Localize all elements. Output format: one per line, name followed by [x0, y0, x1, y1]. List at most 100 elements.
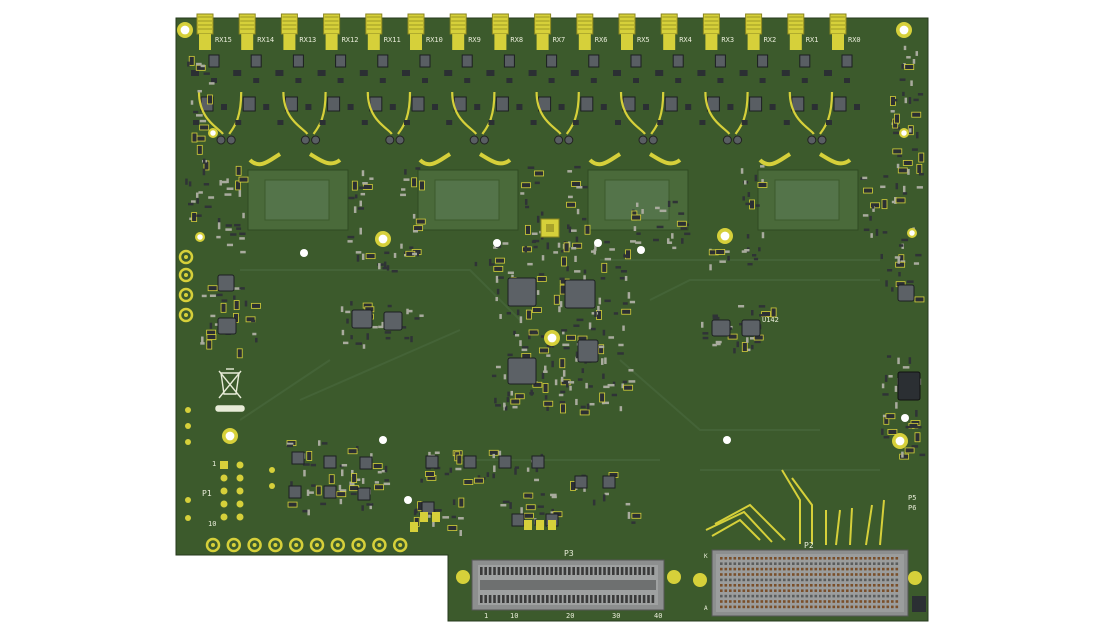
smd-part — [321, 442, 328, 445]
bga-pin — [756, 557, 759, 560]
smd-part — [667, 241, 673, 244]
rx-chain-column — [528, 54, 565, 145]
smd-part — [530, 389, 533, 396]
connector-pin — [515, 567, 518, 575]
smd-part — [187, 61, 190, 67]
bga-pin — [828, 605, 831, 609]
u142-label: U142 — [762, 316, 779, 324]
connector-pin — [625, 567, 628, 575]
bga-pin — [891, 578, 894, 582]
smd-part — [880, 185, 886, 189]
bga-pin — [729, 594, 732, 598]
smd-part — [307, 491, 314, 494]
bga-pin — [828, 584, 831, 587]
smd-part — [355, 251, 362, 254]
connector-pin — [634, 595, 637, 603]
connector-pin — [559, 567, 562, 575]
smd-part — [315, 485, 322, 496]
rx-label: RX10 — [426, 36, 443, 44]
smd-part — [914, 432, 921, 443]
bga-pin — [841, 605, 845, 609]
bga-pin — [868, 578, 872, 582]
header-pin — [220, 513, 228, 521]
via-hole — [637, 246, 645, 254]
bga-pin — [720, 589, 723, 592]
connector-pin — [620, 595, 624, 603]
sma-connector-icon — [372, 537, 387, 553]
left-edge-connectors — [178, 249, 194, 445]
smd-part — [618, 343, 624, 347]
passive — [305, 104, 312, 110]
sma-body — [789, 34, 802, 50]
smd-part — [914, 296, 925, 303]
smd-part — [347, 235, 355, 239]
smd-part — [196, 214, 202, 217]
smd-part — [887, 268, 893, 272]
smd-part — [503, 402, 506, 408]
bga-pin — [783, 567, 786, 571]
smd-part — [559, 358, 566, 369]
bga-pin — [819, 594, 822, 598]
bga-pin — [886, 578, 890, 582]
p6-label: P6 — [908, 504, 916, 512]
ic-fpga-controller — [564, 279, 596, 309]
sma-body — [621, 34, 633, 50]
connector-pin — [510, 567, 514, 575]
bga-pin — [742, 578, 746, 582]
bga-pin — [882, 567, 885, 571]
bga-pin — [814, 600, 818, 603]
bga-pin — [796, 584, 800, 587]
smd-part — [715, 342, 721, 346]
sma-body — [494, 34, 507, 50]
sma-pin — [184, 313, 188, 317]
smd-part — [540, 211, 544, 216]
passive — [811, 104, 818, 110]
passive — [488, 120, 495, 125]
smd-part — [535, 468, 539, 473]
smd-part — [576, 186, 583, 189]
smd-part — [562, 370, 566, 377]
bga-pin — [760, 562, 764, 565]
smd-part — [350, 335, 353, 340]
smd-part — [524, 199, 528, 205]
smd-part — [514, 466, 520, 469]
bga-pin — [774, 578, 777, 582]
smd-part — [891, 287, 894, 292]
bga-pin — [855, 589, 858, 592]
smd-part — [741, 342, 748, 352]
bga-pin — [724, 605, 728, 609]
bga-pin — [846, 562, 849, 565]
smd-part — [226, 187, 234, 190]
bga-pin — [747, 573, 750, 576]
gold-pad — [432, 512, 440, 522]
smd-part — [631, 512, 642, 519]
smd-part — [360, 192, 366, 196]
bga-pin — [859, 589, 863, 592]
smd-part — [893, 131, 900, 135]
bga-pin — [882, 594, 885, 598]
bga-pin — [823, 605, 827, 609]
bga-pin — [864, 605, 867, 609]
bga-pin — [895, 562, 899, 565]
smd-part — [676, 220, 687, 227]
smd-part — [761, 232, 765, 239]
smd-part — [904, 447, 915, 454]
bga-pin — [864, 562, 867, 565]
bga-pin — [769, 557, 773, 560]
smd-part — [225, 224, 232, 227]
smd-part — [196, 144, 203, 155]
bga-pin — [859, 567, 863, 571]
lna-chip — [208, 54, 220, 68]
p1-header — [185, 461, 275, 521]
smd-part — [579, 409, 590, 416]
smd-part — [604, 357, 607, 365]
smd-part — [383, 261, 387, 268]
bga-pin — [859, 557, 863, 560]
balun — [226, 135, 236, 145]
bga-pin — [742, 584, 746, 587]
smd-part — [201, 336, 204, 343]
p3-hole-right — [667, 570, 681, 584]
bga-pin — [868, 594, 872, 598]
smd-part — [503, 374, 507, 380]
smd-part — [895, 261, 906, 268]
